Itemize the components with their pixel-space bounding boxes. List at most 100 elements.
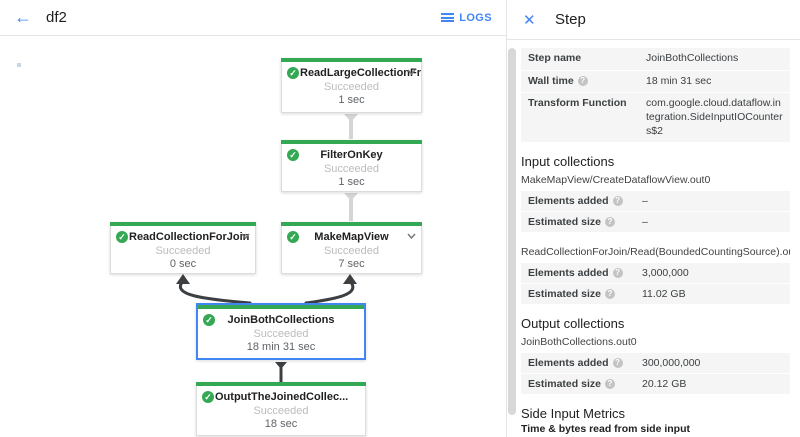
field-label: Wall time? xyxy=(528,75,646,87)
logs-button[interactable]: LOGS xyxy=(441,12,492,24)
collection-name: MakeMapView/CreateDataflowView.out0 xyxy=(521,174,711,187)
node-status-bar xyxy=(196,382,366,386)
job-topbar: ← df2 LOGS xyxy=(0,0,506,36)
graph-artifact-dot xyxy=(17,63,21,67)
help-icon[interactable]: ? xyxy=(577,75,588,86)
chevron-down-icon[interactable] xyxy=(407,69,416,75)
node-time: 0 sec xyxy=(169,258,197,270)
success-check-icon: ✓ xyxy=(287,67,299,79)
stat-elements-added: Elements added? 3,000,000 xyxy=(521,263,790,285)
step-panel-header: ✕ Step xyxy=(507,0,800,40)
stat-label: Estimated size? xyxy=(528,288,642,300)
node-status: Succeeded xyxy=(323,81,380,93)
panel-scrollbar[interactable] xyxy=(508,48,516,415)
help-icon[interactable]: ? xyxy=(612,358,623,369)
node-status: Succeeded xyxy=(155,245,211,257)
field-step-name: Step name JoinBothCollections xyxy=(521,48,790,71)
logs-button-label: LOGS xyxy=(459,11,492,24)
graph-edges xyxy=(176,114,358,383)
field-wall-time: Wall time? 18 min 31 sec xyxy=(521,70,790,94)
node-title: JoinBothCollections xyxy=(227,314,335,326)
node-status-bar xyxy=(281,140,422,144)
node-time: 7 sec xyxy=(338,258,365,270)
input-collections-heading: Input collections xyxy=(521,154,615,170)
stat-elements-added: Elements added? – xyxy=(521,191,790,213)
graph-node-readlargecollection[interactable]: ✓ ReadLargeCollectionFr... Succeeded 1 s… xyxy=(281,58,422,113)
node-title: MakeMapView xyxy=(314,231,389,243)
success-check-icon: ✓ xyxy=(203,314,215,326)
side-input-metrics-heading: Side Input Metrics xyxy=(521,406,626,422)
node-title: OutputTheJoinedCollec... xyxy=(215,391,349,403)
field-value: com.google.cloud.dataflow.integration.Si… xyxy=(646,97,783,137)
field-value: JoinBothCollections xyxy=(646,52,739,64)
stat-value: 3,000,000 xyxy=(642,267,689,280)
node-status-bar xyxy=(281,222,422,226)
job-title: df2 xyxy=(46,9,67,26)
collection-name: JoinBothCollections.out0 xyxy=(521,336,637,349)
field-label: Step name xyxy=(528,52,582,64)
job-graph-panel: ← df2 LOGS xyxy=(0,0,506,437)
collection-stats: Elements added? – Estimated size? – xyxy=(521,191,790,234)
stat-label: Elements added? xyxy=(528,267,642,279)
graph-node-makemapview[interactable]: ✓ MakeMapView Succeeded 7 sec xyxy=(281,222,422,274)
node-status: Succeeded xyxy=(253,328,309,340)
help-icon[interactable]: ? xyxy=(612,196,623,207)
step-details-panel: ✕ Step Step name JoinBothCollections Wal… xyxy=(506,0,800,437)
stat-estimated-size: Estimated size? 11.02 GB xyxy=(521,284,790,306)
field-value: 18 min 31 sec xyxy=(646,74,712,87)
collection-stats: Elements added? 3,000,000 Estimated size… xyxy=(521,263,790,306)
node-title: ReadLargeCollectionFr... xyxy=(300,67,421,79)
field-label: Transform Function xyxy=(528,97,627,110)
pipeline-graph: ✓ ReadLargeCollectionFr... Succeeded 1 s… xyxy=(0,37,506,437)
stat-elements-added: Elements added? 300,000,000 xyxy=(521,353,790,375)
graph-node-outputthejoined[interactable]: ✓ OutputTheJoinedCollec... Succeeded 18 … xyxy=(196,382,366,436)
success-check-icon: ✓ xyxy=(202,391,214,403)
step-panel-content: Step name JoinBothCollections Wall time?… xyxy=(507,40,800,437)
node-title: FilterOnKey xyxy=(320,149,383,161)
node-status: Succeeded xyxy=(253,405,309,417)
help-icon[interactable]: ? xyxy=(612,268,623,279)
node-time: 18 min 31 sec xyxy=(246,341,316,353)
graph-node-filteronkey[interactable]: ✓ FilterOnKey Succeeded 1 sec xyxy=(281,140,422,192)
graph-node-readcollectionforjoin[interactable]: ✓ ReadCollectionForJoin Succeeded 0 sec xyxy=(110,222,256,274)
chevron-down-icon[interactable] xyxy=(407,233,416,239)
stat-label: Elements added? xyxy=(528,195,642,207)
success-check-icon: ✓ xyxy=(287,149,299,161)
node-status: Succeeded xyxy=(323,245,380,257)
collection-stats: Elements added? 300,000,000 Estimated si… xyxy=(521,353,790,396)
node-time: 1 sec xyxy=(338,176,365,188)
logs-list-icon xyxy=(441,12,455,24)
collection-name: ReadCollectionForJoin/Read(BoundedCounti… xyxy=(521,246,790,259)
back-arrow-icon[interactable]: ← xyxy=(14,7,32,27)
side-input-subheading: Time & bytes read from side input xyxy=(521,423,691,436)
node-status-bar xyxy=(110,222,256,226)
stat-estimated-size: Estimated size? 20.12 GB xyxy=(521,374,790,396)
help-icon[interactable]: ? xyxy=(604,217,615,228)
node-time: 1 sec xyxy=(338,94,365,106)
graph-node-joinbothcollections[interactable]: ✓ JoinBothCollections Succeeded 18 min 3… xyxy=(196,303,366,360)
stat-label: Elements added? xyxy=(528,357,642,369)
step-fields-table: Step name JoinBothCollections Wall time?… xyxy=(521,48,790,144)
success-check-icon: ✓ xyxy=(116,231,128,243)
field-transform-function: Transform Function com.google.cloud.data… xyxy=(521,93,790,144)
stat-value: 11.02 GB xyxy=(642,288,686,301)
chevron-down-icon[interactable] xyxy=(241,233,250,239)
stat-value: – xyxy=(642,195,648,208)
stat-estimated-size: Estimated size? – xyxy=(521,212,790,234)
node-status-bar xyxy=(198,305,364,309)
panel-title: Step xyxy=(555,11,586,28)
node-time: 18 sec xyxy=(264,418,298,430)
node-title: ReadCollectionForJoin xyxy=(129,231,250,243)
help-icon[interactable]: ? xyxy=(604,379,615,390)
stat-value: – xyxy=(642,216,648,229)
help-icon[interactable]: ? xyxy=(604,289,615,300)
node-status: Succeeded xyxy=(323,163,380,175)
stat-label: Estimated size? xyxy=(528,378,642,390)
close-icon[interactable]: ✕ xyxy=(523,11,536,29)
node-status-bar xyxy=(281,58,422,62)
output-collections-heading: Output collections xyxy=(521,316,625,332)
stat-value: 300,000,000 xyxy=(642,357,701,370)
stat-label: Estimated size? xyxy=(528,216,642,228)
success-check-icon: ✓ xyxy=(287,231,299,243)
